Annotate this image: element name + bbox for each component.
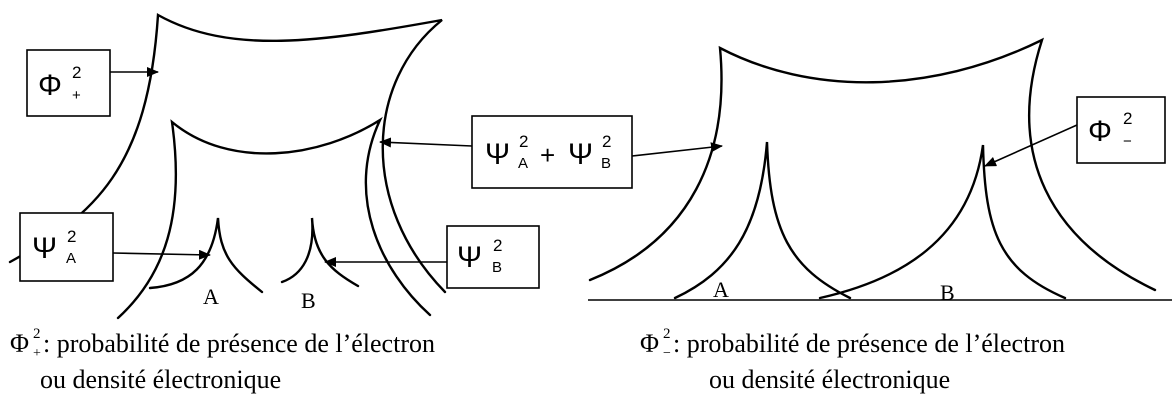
- psi-b-sup: 2: [493, 236, 502, 255]
- left-caption-line2: ou densité électronique: [40, 365, 281, 394]
- left-caption-sup: 2: [33, 326, 41, 342]
- psi-b-squared-curve: [282, 218, 358, 286]
- left-panel: A B Φ 2 + Ψ 2 A Ψ 2 B: [10, 15, 539, 318]
- psi-sum-group: Ψ 2 A + Ψ 2 B: [380, 116, 722, 188]
- psi-sum-b-sub: B: [601, 155, 611, 172]
- psi-sum-a-sup: 2: [519, 132, 528, 151]
- right-caption-line1: : probabilité de présence de l’électron: [673, 329, 1065, 358]
- right-panel: A B Φ 2 −: [588, 40, 1172, 305]
- phi-minus-sub: −: [1123, 133, 1132, 150]
- psi-b-squared-curve-right: [820, 145, 1065, 298]
- psi-sum-a-symbol: Ψ: [485, 138, 510, 171]
- left-caption-sub: +: [33, 346, 41, 361]
- psi-a-sub: A: [66, 250, 76, 267]
- left-caption: Φ 2 + : probabilité de présence de l’éle…: [10, 326, 435, 394]
- phi-minus-arrow: [985, 125, 1077, 166]
- psi-b-symbol: Ψ: [457, 241, 482, 274]
- psi-sum-arrow-left: [380, 142, 472, 146]
- phi-minus-squared-curve: [590, 40, 1155, 290]
- nucleus-a-label: A: [203, 284, 219, 309]
- right-caption-symbol: Φ: [640, 329, 659, 358]
- phi-plus-sub: +: [72, 87, 81, 104]
- nucleus-b-label-right: B: [940, 280, 955, 305]
- right-caption-sup: 2: [663, 326, 671, 342]
- nucleus-b-label: B: [301, 288, 316, 313]
- right-caption-line2: ou densité électronique: [709, 365, 950, 394]
- psi-a-squared-curve-right: [675, 142, 850, 298]
- psi-sum-plus: +: [540, 140, 555, 170]
- right-caption: Φ 2 − : probabilité de présence de l’éle…: [640, 326, 1065, 394]
- right-caption-sub: −: [663, 346, 671, 361]
- psi-a-symbol: Ψ: [32, 232, 57, 265]
- nucleus-a-label-right: A: [713, 277, 729, 302]
- phi-plus-symbol: Φ: [38, 69, 62, 102]
- psi-sum-b-sup: 2: [602, 132, 611, 151]
- left-caption-symbol: Φ: [10, 329, 29, 358]
- psi-a-arrow: [113, 253, 210, 255]
- psi-sum-b-symbol: Ψ: [568, 138, 593, 171]
- phi-minus-symbol: Φ: [1088, 115, 1112, 148]
- phi-minus-sup: 2: [1123, 109, 1132, 128]
- psi-a-sup: 2: [67, 227, 76, 246]
- phi-plus-sup: 2: [72, 63, 81, 82]
- psi-b-sub: B: [492, 259, 502, 276]
- psi-sum-arrow-right: [632, 146, 722, 156]
- left-caption-line1: : probabilité de présence de l’électron: [43, 329, 435, 358]
- psi-sum-a-sub: A: [518, 155, 528, 172]
